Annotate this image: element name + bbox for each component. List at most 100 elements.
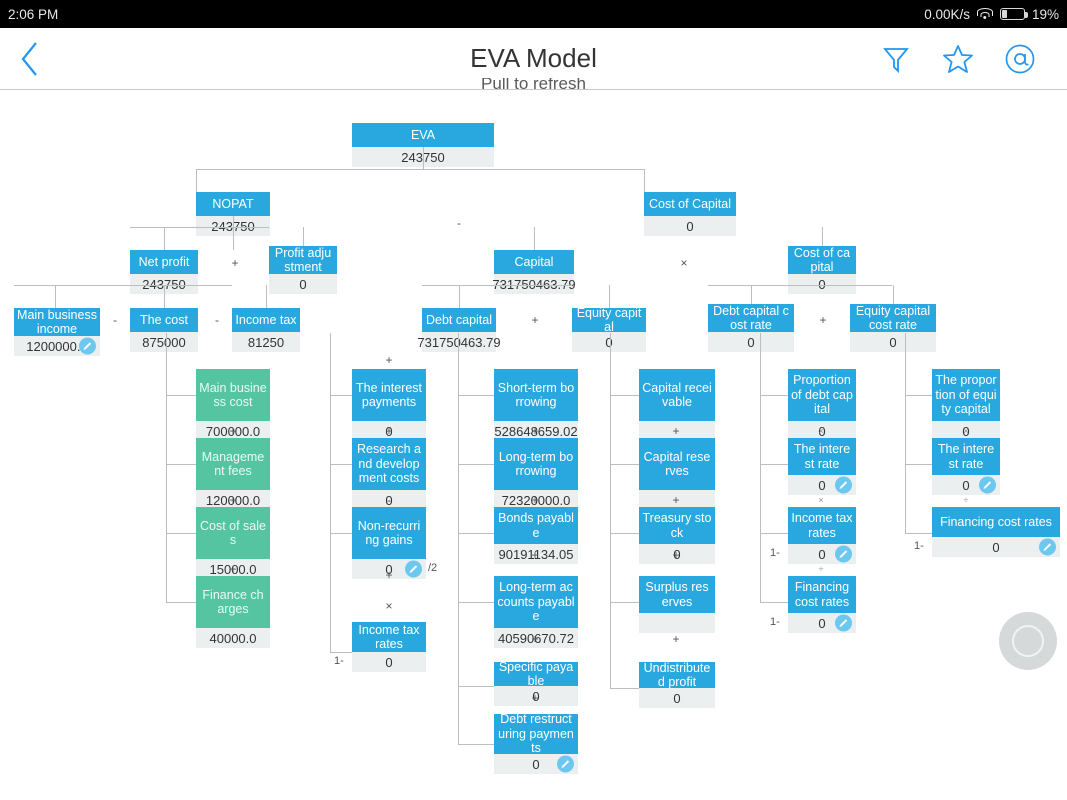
star-icon[interactable] (941, 42, 975, 76)
edit-pencil-icon[interactable] (557, 755, 574, 773)
edit-pencil-icon[interactable] (79, 337, 96, 355)
tree-node-label: Main business cost (196, 369, 270, 421)
tree-node-value[interactable]: 72320000.0 (494, 490, 578, 510)
tree-node-value[interactable]: 0 (788, 544, 856, 564)
tree-node-value[interactable]: 0 (352, 559, 426, 579)
tree-node-cap_receivable[interactable]: Capital receivable (639, 369, 715, 441)
tree-node-value[interactable]: 731750463.79 (492, 274, 576, 294)
tree-node-value[interactable] (639, 613, 715, 633)
tree-node-value[interactable]: 0 (788, 613, 856, 633)
tree-node-cap_reserves[interactable]: Capital reserves (639, 438, 715, 510)
tree-node-value[interactable]: 0 (269, 274, 337, 294)
edit-pencil-icon[interactable] (979, 476, 996, 494)
tree-node-value[interactable]: 700000.0 (196, 421, 270, 441)
edit-pencil-icon[interactable] (835, 614, 852, 632)
edit-pencil-icon[interactable] (835, 476, 852, 494)
value-suffix: /2 (428, 562, 438, 574)
tree-node-value[interactable]: 0 (644, 216, 736, 236)
tree-node-value[interactable]: 40590670.72 (494, 628, 578, 648)
tree-node-value[interactable]: 120000.0 (196, 490, 270, 510)
tree-node-value[interactable]: 0 (708, 332, 794, 352)
back-button[interactable] (0, 41, 60, 77)
tree-node-value[interactable] (639, 421, 715, 441)
tree-node-label: Capital reserves (639, 438, 715, 490)
tree-node-value[interactable]: 40000.0 (196, 628, 270, 648)
edit-pencil-icon[interactable] (405, 560, 422, 578)
tree-node-value[interactable]: 731750463.79 (417, 332, 501, 352)
tree-node-value[interactable]: 0 (788, 475, 856, 495)
filter-icon[interactable] (879, 42, 913, 76)
tree-node-nopat[interactable]: NOPAT243750 (196, 192, 270, 236)
tree-node-surplus_res[interactable]: Surplus reserves (639, 576, 715, 633)
tree-node-value[interactable]: 0 (788, 421, 856, 441)
tree-node-value[interactable]: 1200000.0 (14, 336, 100, 356)
tree-operator: - (457, 216, 461, 230)
tree-node-value[interactable]: 81250 (232, 332, 300, 352)
tree-node-label: Net profit (130, 250, 198, 274)
tree-node-value[interactable]: 0 (850, 332, 936, 352)
tree-node-value[interactable]: 0 (932, 475, 1000, 495)
tree-node-label: Cost of sales (196, 507, 270, 559)
tree-node-value[interactable]: 0 (932, 421, 1000, 441)
tree-node-value[interactable]: 0 (639, 544, 715, 564)
floating-action-button[interactable] (999, 612, 1057, 670)
tree-node-value[interactable]: 0 (932, 537, 1060, 557)
tree-node-value[interactable]: 243750 (130, 274, 198, 294)
tree-node-value[interactable]: 875000 (130, 332, 198, 352)
tree-node-value[interactable]: 0 (352, 652, 426, 672)
edit-pencil-icon[interactable] (835, 545, 852, 563)
tree-node-value[interactable]: 0 (352, 421, 426, 441)
tree-node-value[interactable]: 0 (494, 754, 578, 774)
tree-node-value[interactable]: 0 (788, 274, 856, 294)
tree-connector (760, 464, 788, 465)
tree-node-value[interactable]: 90191134.05 (494, 544, 578, 564)
tree-node-value[interactable]: 0 (639, 688, 715, 708)
eva-tree-canvas[interactable]: EVA243750NOPAT243750Cost of Capital0Net … (0, 91, 1067, 800)
at-icon[interactable] (1003, 42, 1037, 76)
tree-node-value[interactable]: 528648659.02 (494, 421, 578, 441)
edit-pencil-icon[interactable] (1039, 538, 1056, 556)
tree-operator: + (531, 493, 539, 507)
tree-node-value[interactable] (639, 490, 715, 510)
tree-node-value[interactable]: 0 (494, 686, 578, 706)
tree-node-value[interactable]: 15000.0 (196, 559, 270, 579)
tree-node-label: Surplus reserves (639, 576, 715, 613)
tree-node-value[interactable]: 0 (352, 490, 426, 510)
tree-node-value[interactable]: 0 (572, 332, 646, 352)
